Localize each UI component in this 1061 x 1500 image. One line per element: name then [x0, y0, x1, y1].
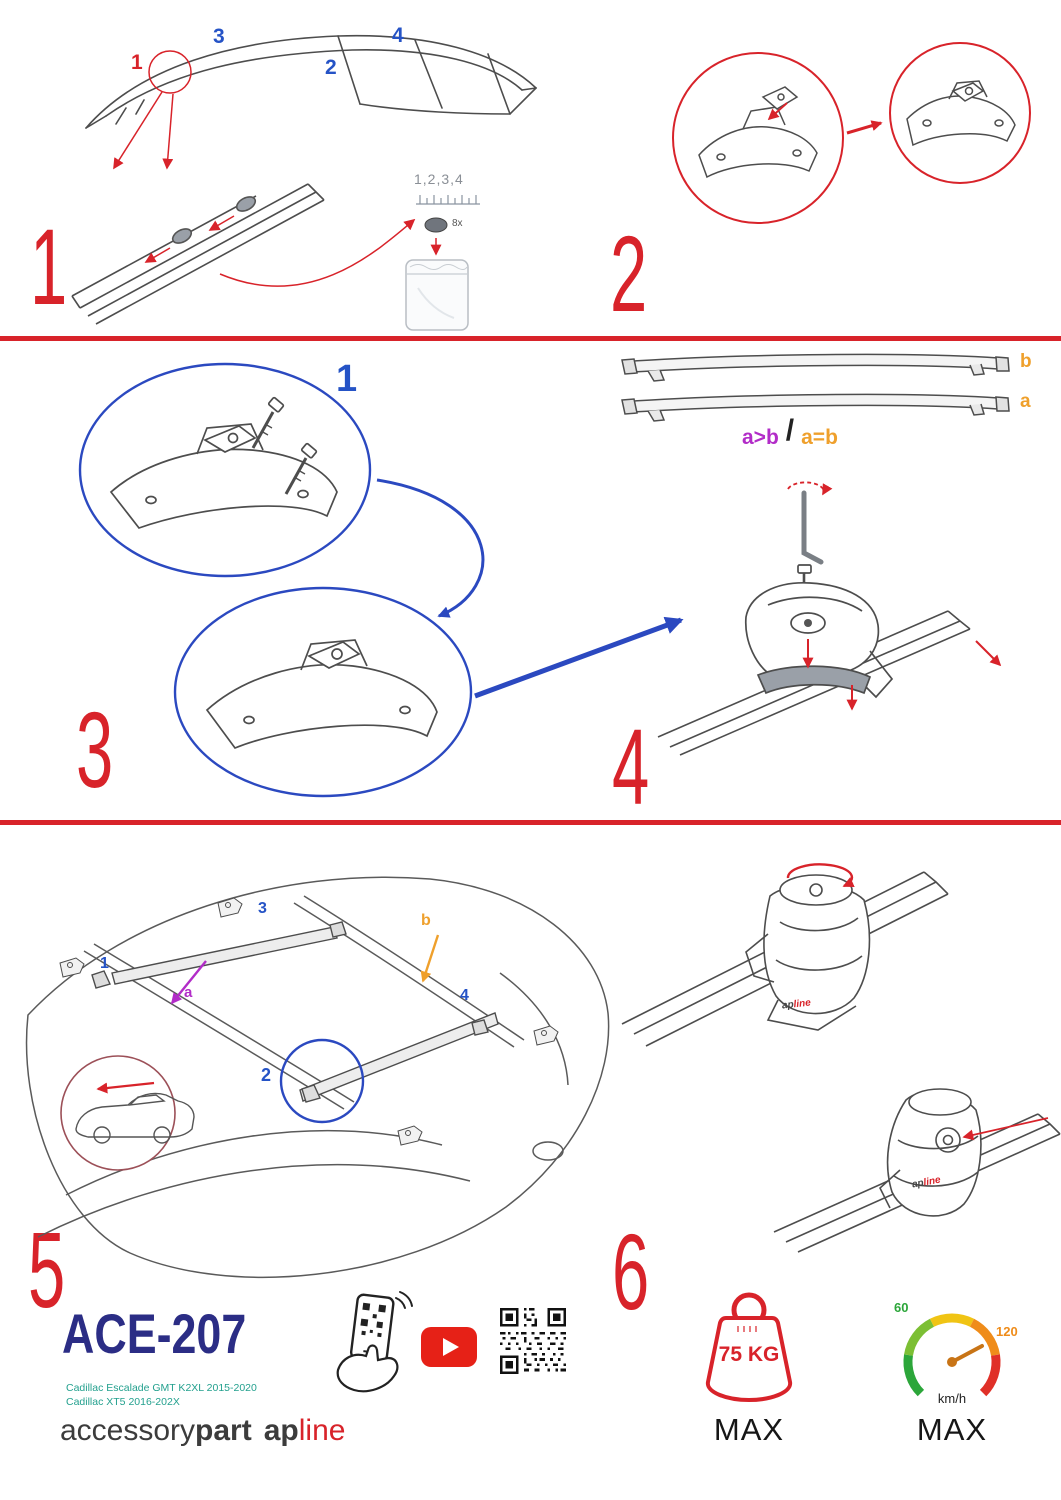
dim-a-label: a — [184, 984, 193, 1001]
bracket-assembled-large-drawing — [205, 639, 438, 750]
parts-qty-label: 8x — [452, 218, 463, 229]
compare-divider: / — [785, 414, 795, 447]
speed-max-label: MAX — [916, 1412, 988, 1447]
bar-label-b: b — [1020, 351, 1032, 372]
car-sideview-drawing — [75, 1092, 195, 1144]
plastic-bag — [405, 259, 469, 331]
speed-high-label: 120 — [996, 1324, 1018, 1339]
detail-circle — [672, 52, 844, 224]
loose-clamp-icon — [59, 957, 85, 978]
compare-right: a=b — [801, 426, 838, 449]
screw-icon — [251, 396, 285, 449]
step2-illustration — [672, 42, 1031, 224]
section-divider — [0, 336, 1061, 341]
step-number-4: 4 — [612, 706, 649, 827]
crossbar-b-drawing — [621, 353, 1010, 382]
step4-red-arrows — [802, 639, 1002, 711]
crossbar-a-drawing — [621, 393, 1010, 422]
brand-accessory: accessory — [60, 1414, 196, 1447]
weight-limit-icon — [705, 1292, 793, 1402]
foot-detail-top-drawing — [745, 874, 871, 1031]
detail-callout-label: 1 — [336, 358, 358, 400]
compare-left: a>b — [742, 426, 779, 449]
rotate-arrow — [786, 863, 855, 888]
step1-red-annotations — [113, 50, 416, 287]
step3-illustration — [78, 362, 684, 798]
plug-part — [424, 217, 448, 233]
inset-circle — [60, 1055, 176, 1171]
parts-bag-drawing — [405, 195, 480, 331]
step5-illustration — [25, 876, 610, 1279]
screw-icon — [284, 442, 318, 495]
step-number-6: 6 — [612, 1211, 649, 1332]
car-roof-topview-drawing — [25, 876, 610, 1279]
weight-limit-value: 75 KG — [718, 1343, 780, 1366]
mount-point-label-4: 4 — [460, 987, 469, 1004]
step-number-3: 3 — [76, 689, 113, 810]
phone-scan-icon — [336, 1291, 413, 1393]
zoom-ellipse — [173, 586, 473, 798]
knob-pointer-arrow — [962, 1117, 1049, 1141]
qr-code-icon — [500, 1308, 566, 1374]
weight-max-label: MAX — [713, 1412, 785, 1447]
foot-assembly-drawing — [744, 564, 894, 699]
highlight-circle — [279, 1038, 365, 1124]
mount-point-label-3: 3 — [258, 900, 267, 917]
step1-illustration — [71, 34, 537, 331]
speed-low-label: 60 — [894, 1300, 909, 1315]
rail-closeup-drawing — [71, 183, 325, 325]
curved-callout-arrow — [376, 478, 485, 618]
dim-b-label: b — [421, 912, 431, 929]
foot-detail-bottom-drawing — [879, 1088, 982, 1217]
crossbars-drawing — [91, 921, 499, 1103]
long-pointer-arrow — [474, 616, 684, 699]
gauge-needle — [950, 1344, 984, 1364]
step-number-2: 2 — [610, 213, 647, 334]
mount-point-label-1: 1 — [100, 955, 109, 972]
allen-key-icon — [787, 481, 833, 565]
roof-point-label-4: 4 — [392, 24, 404, 47]
brand-part: part — [195, 1414, 252, 1447]
roof-point-label-1: 1 — [131, 51, 143, 74]
step6-illustration — [621, 863, 1061, 1253]
loose-clamp-icon — [397, 1125, 423, 1146]
brand-ap: ap — [263, 1414, 299, 1447]
bracket-assembled-drawing — [906, 80, 1016, 147]
detail-circle — [889, 42, 1031, 184]
bracket-with-screws-drawing — [109, 396, 338, 530]
bar-compare-formula: a>b / a=b — [742, 416, 838, 450]
roof-point-label-3: 3 — [213, 25, 225, 48]
brand-line: line — [298, 1414, 346, 1447]
dim-b-arrow — [420, 934, 440, 983]
product-model: ACE-207 — [62, 1302, 247, 1365]
loose-clamp-icon — [217, 897, 243, 918]
car-roof-drawing — [85, 34, 537, 129]
dim-a-arrow — [170, 960, 207, 1005]
bracket-exploded-drawing — [698, 86, 818, 179]
bar-label-a: a — [1020, 391, 1031, 412]
direction-arrow — [96, 1081, 155, 1094]
zoom-ellipse — [78, 362, 372, 578]
compat-line-2: Cadillac XT5 2016-202X — [66, 1396, 180, 1408]
step-number-1: 1 — [30, 206, 67, 327]
mount-point-label-2: 2 — [261, 1065, 272, 1085]
loose-clamp-icon — [533, 1025, 559, 1046]
speed-limit-gauge-icon — [903, 1313, 1001, 1397]
section-divider — [0, 820, 1061, 825]
roof-point-label-2: 2 — [325, 56, 337, 79]
speed-unit-label: km/h — [937, 1391, 967, 1406]
parts-list-label: 1,2,3,4 — [414, 171, 464, 187]
youtube-icon — [421, 1327, 477, 1367]
step4-illustration — [621, 353, 1010, 756]
compat-line-1: Cadillac Escalade GMT K2XL 2015-2020 — [66, 1382, 257, 1394]
